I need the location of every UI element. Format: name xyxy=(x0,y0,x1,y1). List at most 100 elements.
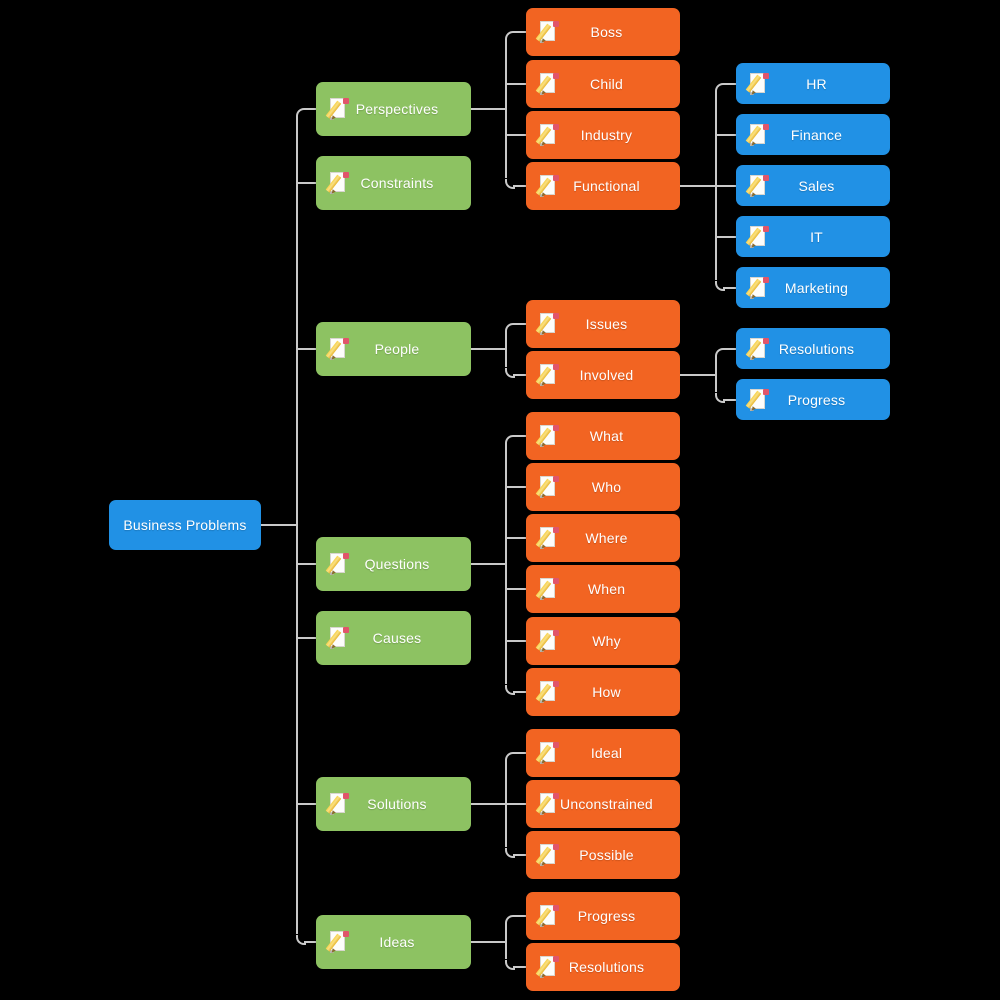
connector-child-stub xyxy=(506,134,526,136)
mindmap-node-how[interactable]: How xyxy=(526,668,680,716)
connector-parent-stub xyxy=(471,941,506,943)
mindmap-node-when[interactable]: When xyxy=(526,565,680,613)
node-label: Unconstrained xyxy=(560,796,653,812)
node-label: Involved xyxy=(579,367,634,383)
mindmap-node-issues[interactable]: Issues xyxy=(526,300,680,348)
note-fold-shape xyxy=(330,116,334,120)
connector-child-stub xyxy=(297,637,316,639)
mindmap-node-industry[interactable]: Industry xyxy=(526,111,680,159)
mindmap-node-possible[interactable]: Possible xyxy=(526,831,680,879)
mindmap-node-functional[interactable]: Functional xyxy=(526,162,680,210)
note-pencil-icon xyxy=(325,553,349,576)
pencil-eraser-shape xyxy=(763,123,769,130)
note-fold-shape xyxy=(330,190,334,194)
pencil-eraser-shape xyxy=(343,172,349,178)
pencil-eraser-shape xyxy=(343,627,349,633)
note-fold-shape xyxy=(330,645,334,649)
note-pencil-icon xyxy=(325,627,349,650)
mindmap-node-progress[interactable]: Progress xyxy=(736,379,890,420)
pencil-eraser-shape xyxy=(553,124,559,130)
note-pencil-icon xyxy=(535,527,559,550)
mindmap-node-hr[interactable]: HR xyxy=(736,63,890,104)
mindmap-node-boss[interactable]: Boss xyxy=(526,8,680,56)
pencil-eraser-shape xyxy=(343,931,349,937)
node-label: Issues xyxy=(585,316,628,332)
mindmap-node-where[interactable]: Where xyxy=(526,514,680,562)
pencil-eraser-shape xyxy=(763,72,769,79)
connector-child-stub xyxy=(513,752,526,754)
mindmap-node-it[interactable]: IT xyxy=(736,216,890,257)
connector-elbow-top xyxy=(715,347,725,358)
mindmap-node-unconstrained[interactable]: Unconstrained xyxy=(526,780,680,828)
mindmap-node-people[interactable]: People xyxy=(316,322,471,376)
note-fold-shape xyxy=(540,596,544,600)
note-pencil-icon xyxy=(535,793,559,816)
connector-child-stub xyxy=(304,941,316,943)
note-pencil-icon xyxy=(745,388,769,412)
mindmap-node-child[interactable]: Child xyxy=(526,60,680,108)
mindmap-node-marketing[interactable]: Marketing xyxy=(736,267,890,308)
connector-elbow-top xyxy=(505,435,515,445)
mindmap-node-ideal[interactable]: Ideal xyxy=(526,729,680,777)
connector-elbow-bottom xyxy=(296,935,306,945)
connector-elbow-top xyxy=(505,915,515,925)
connector-bus xyxy=(505,444,507,684)
node-label: Functional xyxy=(573,178,640,194)
connector-child-stub xyxy=(723,286,736,289)
connector-elbow-bottom xyxy=(505,179,515,189)
connector-child-stub xyxy=(513,966,526,968)
mindmap-node-finance[interactable]: Finance xyxy=(736,114,890,155)
note-fold-shape xyxy=(540,382,544,386)
mindmap-node-why[interactable]: Why xyxy=(526,617,680,665)
note-pencil-icon xyxy=(535,578,559,601)
connector-child-stub xyxy=(723,82,736,85)
pencil-eraser-shape xyxy=(553,578,559,584)
mindmap-node-questions[interactable]: Questions xyxy=(316,537,471,591)
mindmap-node-resolutions[interactable]: Resolutions xyxy=(526,943,680,991)
connector-elbow-top xyxy=(505,752,515,762)
pencil-eraser-shape xyxy=(553,793,559,799)
mindmap-node-constraints[interactable]: Constraints xyxy=(316,156,471,210)
connector-elbow-top xyxy=(505,31,515,41)
note-fold-shape xyxy=(540,331,544,335)
mindmap-node-ideas[interactable]: Ideas xyxy=(316,915,471,969)
mindmap-node-perspectives[interactable]: Perspectives xyxy=(316,82,471,136)
note-fold-shape xyxy=(540,443,544,447)
mindmap-node-resolutions[interactable]: Resolutions xyxy=(736,328,890,369)
note-pencil-icon xyxy=(535,476,559,499)
connector-parent-stub xyxy=(471,348,506,350)
pencil-eraser-shape xyxy=(553,425,559,431)
node-label: People xyxy=(374,341,420,357)
mindmap-node-what[interactable]: What xyxy=(526,412,680,460)
connector-child-stub xyxy=(506,588,526,590)
node-label: Finance xyxy=(790,126,843,143)
note-pencil-icon xyxy=(535,313,559,336)
note-fold-shape xyxy=(540,811,544,815)
node-label: IT xyxy=(810,228,823,245)
mindmap-node-progress[interactable]: Progress xyxy=(526,892,680,940)
mindmap-node-solutions[interactable]: Solutions xyxy=(316,777,471,831)
note-pencil-icon xyxy=(535,742,559,765)
pencil-eraser-shape xyxy=(553,73,559,79)
note-fold-shape xyxy=(540,648,544,652)
note-fold-shape xyxy=(750,406,754,411)
connector-parent-stub xyxy=(471,108,506,110)
connector-child-stub xyxy=(304,108,316,110)
connector-child-stub xyxy=(506,83,526,85)
connector-bus xyxy=(715,356,717,392)
mindmap-node-sales[interactable]: Sales xyxy=(736,165,890,206)
node-label: Constraints xyxy=(360,175,434,191)
connector-parent-stub xyxy=(471,803,506,805)
note-pencil-icon xyxy=(535,73,559,96)
connector-elbow-bottom xyxy=(505,368,515,378)
mindmap-node-involved[interactable]: Involved xyxy=(526,351,680,399)
mindmap-node-business-problems[interactable]: Business Problems xyxy=(109,500,261,550)
note-pencil-icon xyxy=(745,174,769,198)
connector-child-stub xyxy=(513,435,526,437)
note-fold-shape xyxy=(540,91,544,95)
mindmap-node-who[interactable]: Who xyxy=(526,463,680,511)
node-label: Ideas xyxy=(379,934,415,950)
node-label: Ideal xyxy=(590,745,623,761)
mindmap-node-causes[interactable]: Causes xyxy=(316,611,471,665)
connector-child-stub xyxy=(297,803,316,805)
